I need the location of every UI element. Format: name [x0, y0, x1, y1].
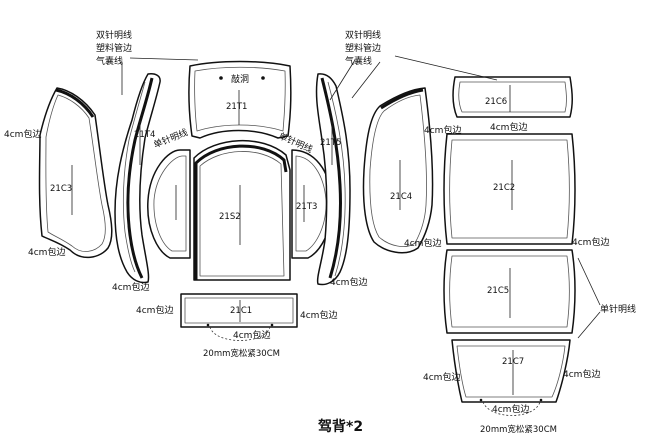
hem-label-c1-right: 4cm包边: [300, 309, 337, 321]
piece-21c3-id: 21C3: [50, 184, 72, 194]
piece-left-insert: [147, 149, 191, 259]
hem-label-c7-bottom: 4cm包边: [492, 403, 529, 415]
plastic-tube-edge-label-left: 塑料管边: [96, 42, 132, 54]
piece-21s2: 21S2: [193, 139, 291, 281]
hem-label-c4-bottom: 4cm包边: [404, 237, 441, 249]
elastic-note-c1: 20mm宽松紧30CM: [203, 348, 280, 359]
piece-21t4-id: 21T4: [134, 130, 155, 140]
double-stitch-label-left: 双针明线: [96, 29, 132, 41]
piece-21t4: 21T4: [114, 73, 161, 284]
piece-21c7-outline: [451, 339, 571, 403]
airbag-line-label-left: 气囊线: [96, 55, 123, 67]
single-stitch-label-left: 单针明线: [152, 126, 190, 151]
piece-21c5: 21C5: [443, 249, 576, 334]
piece-21c3: 21C3: [38, 87, 113, 259]
piece-21c5-id: 21C5: [487, 286, 509, 296]
piece-21t1-id: 21T1: [226, 102, 247, 112]
piece-21t5-outline: [315, 73, 351, 286]
hem-label-t4-bottom: 4cm包边: [112, 281, 149, 293]
single-stitch-label-right: 单针明线: [600, 303, 636, 315]
piece-21c6: 21C6: [452, 76, 573, 118]
hem-label-c1-bottom: 4cm包边: [233, 329, 270, 341]
hem-label-c2-right: 4cm包边: [572, 236, 609, 248]
piece-21t1: 敲洞 21T1: [188, 60, 292, 139]
elastic-note-c7: 20mm宽松紧30CM: [480, 424, 557, 435]
piece-21s2-id: 21S2: [219, 212, 241, 222]
piece-21s2-outline: [193, 139, 291, 281]
piece-21c2: 21C2: [443, 133, 576, 245]
hem-label-c7-left: 4cm包边: [423, 371, 460, 383]
piece-21c1: 21C1: [180, 293, 298, 341]
piece-21c2-outline: [443, 133, 576, 245]
piece-21t4-outline: [114, 73, 161, 284]
double-stitch-label-right: 双针明线: [345, 29, 381, 41]
plastic-tube-edge-label-right: 塑料管边: [345, 42, 381, 54]
hem-label-c3-top: 4cm包边: [4, 128, 41, 140]
piece-21c6-outline: [452, 76, 573, 118]
piece-21t3-id: 21T3: [296, 202, 317, 212]
piece-21c1-outline: [180, 293, 298, 328]
hem-label-t5-bottom: 4cm包边: [330, 276, 367, 288]
hole-label: 敲洞: [231, 73, 249, 85]
piece-21t1-outline: [188, 60, 292, 139]
piece-21c7-id: 21C7: [502, 357, 524, 367]
hem-label-c6-bottom: 4cm包边: [490, 121, 527, 133]
leader-lines: [121, 55, 601, 339]
piece-21c6-id: 21C6: [485, 97, 507, 107]
hem-label-c1-left: 4cm包边: [136, 304, 173, 316]
piece-21c1-id: 21C1: [230, 306, 252, 316]
hem-label-c7-right: 4cm包边: [563, 368, 600, 380]
hem-label-c3-bottom: 4cm包边: [28, 246, 65, 258]
piece-21c4-id: 21C4: [390, 192, 412, 202]
annotations: 双针明线 塑料管边 气囊线 双针明线 塑料管边 气囊线 单针明线 单针明线 单针…: [4, 29, 636, 435]
airbag-line-label-right: 气囊线: [345, 55, 372, 67]
piece-21c3-outline: [38, 87, 113, 259]
piece-21t5-id: 21T5: [320, 138, 341, 148]
piece-21c5-outline: [443, 249, 576, 334]
piece-21c4: 21C4: [362, 87, 434, 254]
hem-label-c6-left: 4cm包边: [424, 124, 461, 136]
piece-21c4-outline: [362, 87, 434, 254]
diagram-title: 驾背*2: [317, 418, 363, 435]
piece-21t5: 21T5: [315, 73, 351, 286]
piece-21c2-id: 21C2: [493, 183, 515, 193]
piece-21c7: 21C7: [451, 339, 571, 416]
